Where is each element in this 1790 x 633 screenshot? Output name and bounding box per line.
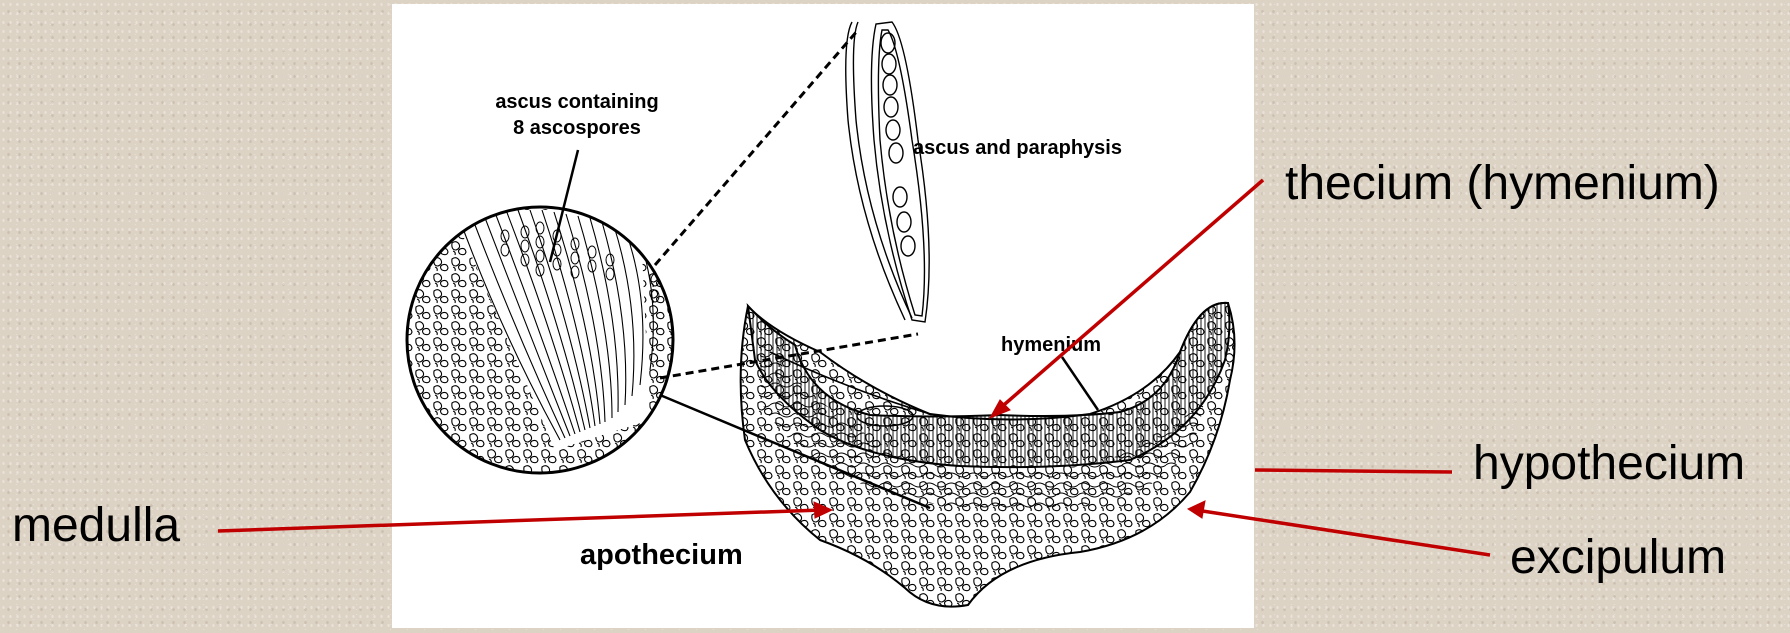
medulla-callout: medulla (12, 502, 180, 550)
excipulum-callout: excipulum (1510, 534, 1726, 582)
magnified-circle (405, 205, 675, 475)
apothecium-label: apothecium (580, 539, 743, 571)
ascus-label-line1: ascus containing (495, 91, 658, 113)
hypothecium-line (1255, 470, 1452, 472)
ascus-paraphysis-label: ascus and paraphysis (913, 137, 1122, 159)
ascus-label-line2: 8 ascospores (513, 117, 641, 139)
thecium-callout: thecium (hymenium) (1285, 160, 1720, 208)
hymenium-label: hymenium (1001, 334, 1101, 356)
hypothecium-callout: hypothecium (1473, 440, 1745, 488)
